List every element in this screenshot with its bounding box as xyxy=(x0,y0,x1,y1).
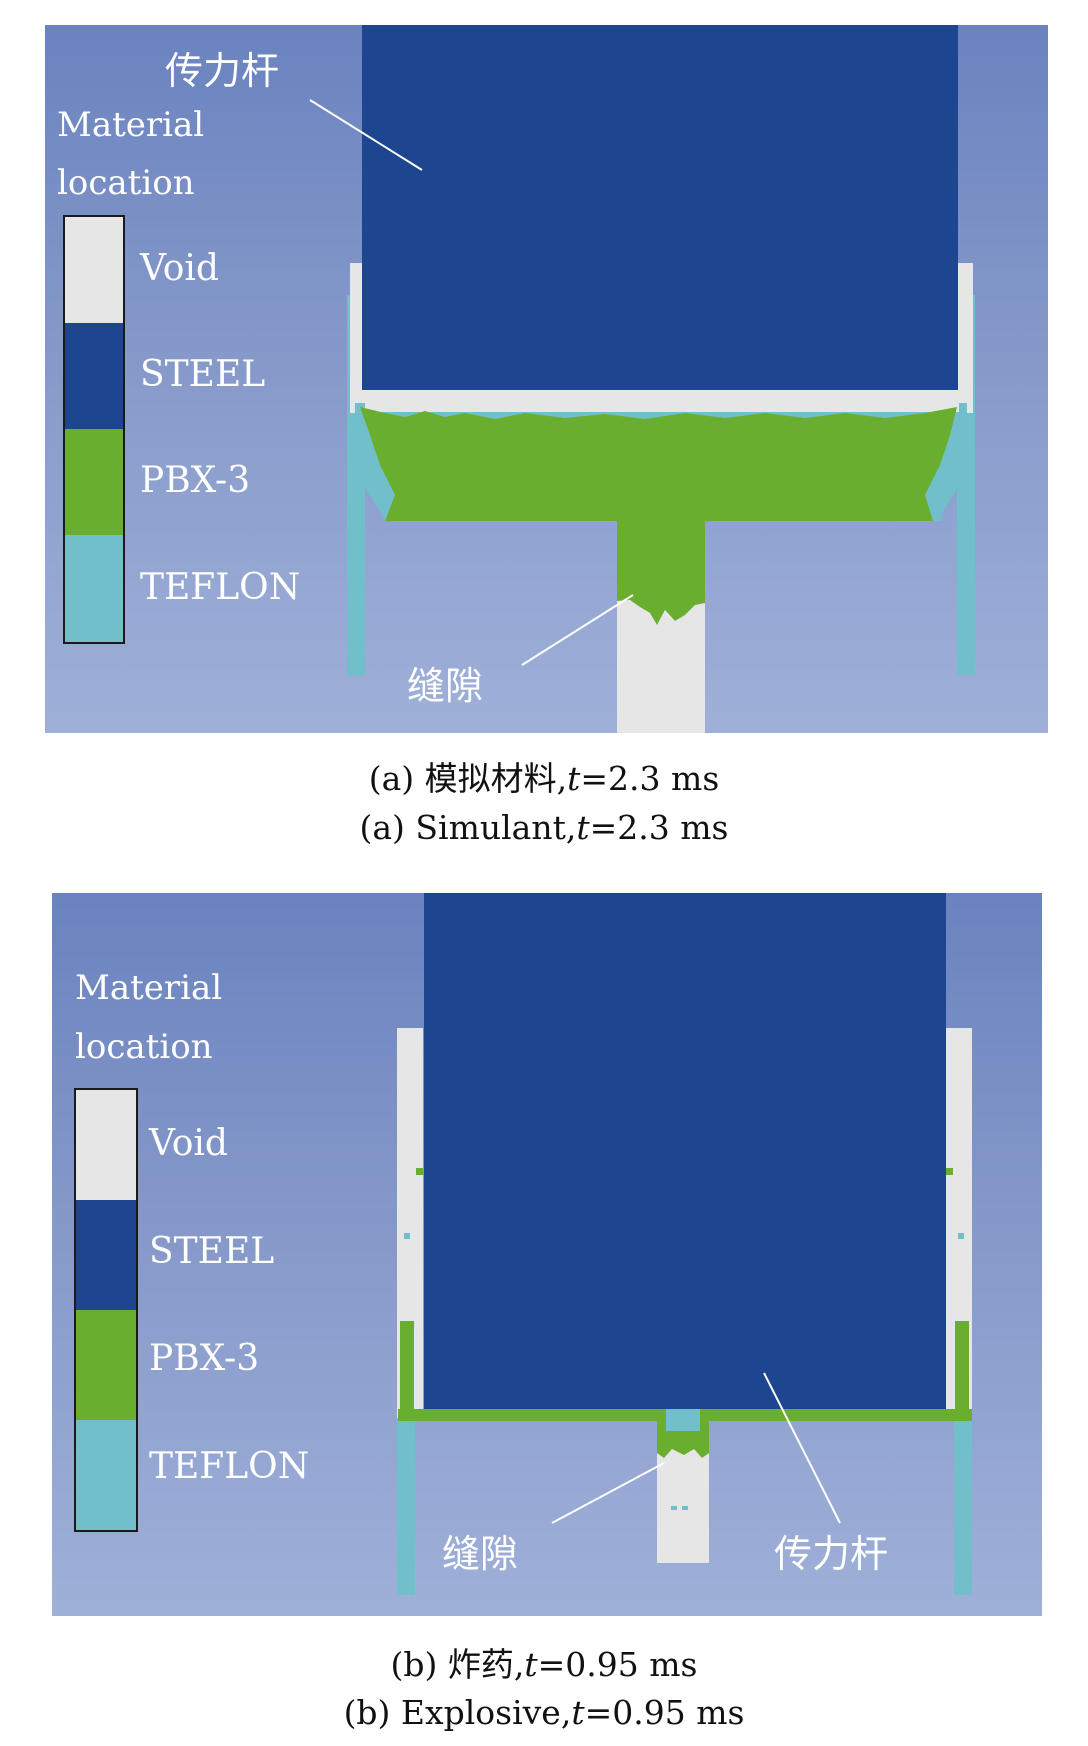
caption-b-en-t: t xyxy=(571,1693,585,1732)
legend-label-pbx: PBX-3 xyxy=(149,1338,260,1379)
legend-swatch-void xyxy=(76,1090,136,1200)
annotation-leader-lines xyxy=(309,99,634,666)
steel-transfer-rod xyxy=(362,25,958,390)
legend-label-teflon: TEFLON xyxy=(140,567,301,608)
legend-label-steel: STEEL xyxy=(149,1231,275,1272)
annotation-gap: 缝隙 xyxy=(407,664,484,708)
simulation-panel-a: Material location Void STEEL PBX-3 TEFLO… xyxy=(45,25,1048,733)
pbx-chamber xyxy=(350,407,975,733)
caption-b-cn-time: =0.95 ms xyxy=(537,1645,698,1684)
caption-b-english: (b) Explosive,t=0.95 ms xyxy=(0,1693,1088,1732)
caption-a-cn-time: =2.3 ms xyxy=(580,759,720,798)
legend-swatch-pbx xyxy=(76,1310,136,1420)
caption-a-chinese: (a) 模拟材料,t=2.3 ms xyxy=(0,752,1088,800)
caption-a-cn-t: t xyxy=(567,759,581,798)
legend-swatch-pbx xyxy=(65,429,123,535)
caption-b-chinese: (b) 炸药,t=0.95 ms xyxy=(0,1638,1088,1686)
caption-b-cn-t: t xyxy=(524,1645,538,1684)
pbx-dot-left xyxy=(416,1168,423,1175)
teflon-dot-left xyxy=(404,1233,410,1239)
annotation-leader-lines xyxy=(551,1372,841,1524)
pbx-dot-right xyxy=(946,1168,953,1175)
simulation-panel-b: Material location Void STEEL PBX-3 TEFLO… xyxy=(52,893,1042,1616)
legend-swatch-teflon xyxy=(65,535,123,642)
legend-label-void: Void xyxy=(140,248,219,289)
steel-transfer-rod xyxy=(424,893,946,1409)
pbx-channel-plug xyxy=(657,1409,709,1510)
legend-label-pbx: PBX-3 xyxy=(140,460,251,501)
legend-label-teflon: TEFLON xyxy=(149,1446,310,1487)
legend-title-line1: Material xyxy=(57,105,205,145)
legend-title-line2: location xyxy=(75,1027,213,1067)
legend-color-bar xyxy=(63,215,125,644)
legend-swatch-steel xyxy=(76,1200,136,1310)
legend-label-void: Void xyxy=(149,1123,228,1164)
legend-label-steel: STEEL xyxy=(140,354,266,395)
teflon-dot-right xyxy=(958,1233,964,1239)
legend-swatch-teflon xyxy=(76,1420,136,1530)
caption-a-cn-prefix: (a) 模拟材料, xyxy=(368,759,568,798)
void-layer xyxy=(365,390,959,412)
caption-b-en-time: =0.95 ms xyxy=(584,1693,745,1732)
caption-a-en-t: t xyxy=(576,808,590,847)
annotation-transfer-rod: 传力杆 xyxy=(165,49,280,93)
caption-a-english: (a) Simulant,t=2.3 ms xyxy=(0,808,1088,847)
legend-swatch-void xyxy=(65,217,123,323)
caption-b-cn-prefix: (b) 炸药, xyxy=(390,1645,525,1684)
caption-b-en-prefix: (b) Explosive, xyxy=(343,1693,572,1732)
caption-a-en-time: =2.3 ms xyxy=(589,808,729,847)
legend-swatch-steel xyxy=(65,323,123,429)
pbx-trace-right xyxy=(955,1321,969,1421)
legend-title-line1: Material xyxy=(75,968,223,1008)
annotation-gap: 缝隙 xyxy=(442,1532,519,1576)
pbx-trace-left xyxy=(400,1321,414,1421)
legend-color-bar xyxy=(74,1088,138,1532)
annotation-transfer-rod: 传力杆 xyxy=(774,1532,889,1576)
legend-title-line2: location xyxy=(57,163,195,203)
caption-a-en-prefix: (a) Simulant, xyxy=(359,808,577,847)
